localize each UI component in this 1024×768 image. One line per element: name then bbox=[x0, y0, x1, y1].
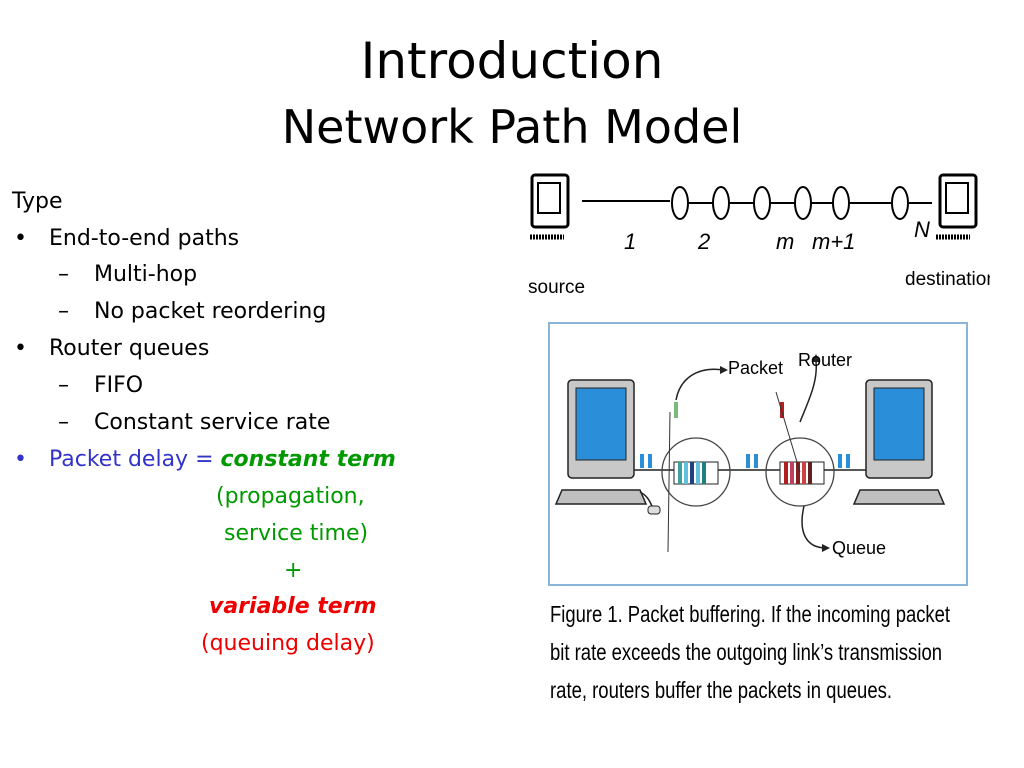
hop-label: m bbox=[776, 229, 794, 254]
constant-detail-1: (propagation, bbox=[216, 484, 365, 509]
hop-label: m+1 bbox=[812, 229, 855, 254]
packet-buffering-figure: Packet Router Queue bbox=[548, 322, 968, 586]
router-label: Router bbox=[798, 350, 852, 370]
plus-sign: + bbox=[284, 558, 303, 583]
router-chain bbox=[671, 186, 932, 220]
type-heading: Type bbox=[12, 189, 63, 214]
router-icon bbox=[661, 366, 731, 553]
dash-marker: – bbox=[58, 410, 69, 435]
bullet-marker: • bbox=[14, 447, 27, 472]
variable-term: variable term bbox=[209, 594, 377, 619]
sub-fifo: FIFO bbox=[94, 373, 144, 398]
network-path-diagram: 1 2 m m+1 N source destination bbox=[528, 173, 990, 298]
dash-marker: – bbox=[58, 262, 69, 287]
slide-title: Introduction bbox=[360, 32, 664, 90]
packet-label: Packet bbox=[728, 358, 783, 378]
bullet-marker: • bbox=[14, 336, 27, 361]
left-computer-icon bbox=[554, 379, 661, 515]
destination-computer-icon bbox=[936, 173, 978, 240]
right-computer-icon bbox=[852, 379, 946, 505]
caption-line: bit rate exceeds the outgoing link’s tra… bbox=[550, 639, 942, 665]
packet-delay-label: Packet delay = bbox=[49, 447, 221, 472]
caption-line: Figure 1. Packet buffering. If the incom… bbox=[550, 601, 950, 627]
router-icon bbox=[765, 354, 835, 552]
constant-detail-2: service time) bbox=[224, 521, 369, 546]
source-label: source bbox=[528, 277, 585, 298]
sub-constant-rate: Constant service rate bbox=[94, 410, 331, 435]
packets-icon bbox=[640, 454, 850, 468]
hop-label: 2 bbox=[697, 229, 710, 254]
caption-line: rate, routers buffer the packets in queu… bbox=[550, 677, 892, 703]
sub-multi-hop: Multi-hop bbox=[94, 262, 198, 287]
constant-term: constant term bbox=[220, 447, 396, 472]
slide-subtitle: Network Path Model bbox=[281, 100, 743, 154]
sub-no-reordering: No packet reordering bbox=[94, 299, 327, 324]
dash-marker: – bbox=[58, 373, 69, 398]
destination-label: destination bbox=[905, 269, 990, 290]
bullet-marker: • bbox=[14, 226, 27, 251]
hop-label: N bbox=[914, 217, 930, 242]
hop-label: 1 bbox=[624, 229, 636, 254]
figure-caption: Figure 1. Packet buffering. If the incom… bbox=[550, 601, 950, 703]
dash-marker: – bbox=[58, 299, 69, 324]
bullet-router-queues: Router queues bbox=[49, 336, 210, 361]
bullet-end-to-end: End-to-end paths bbox=[49, 226, 240, 251]
source-computer-icon bbox=[530, 173, 570, 240]
bullet-packet-delay: Packet delay = constant term bbox=[49, 449, 396, 471]
variable-detail: (queuing delay) bbox=[201, 631, 375, 656]
queue-label: Queue bbox=[832, 538, 886, 558]
